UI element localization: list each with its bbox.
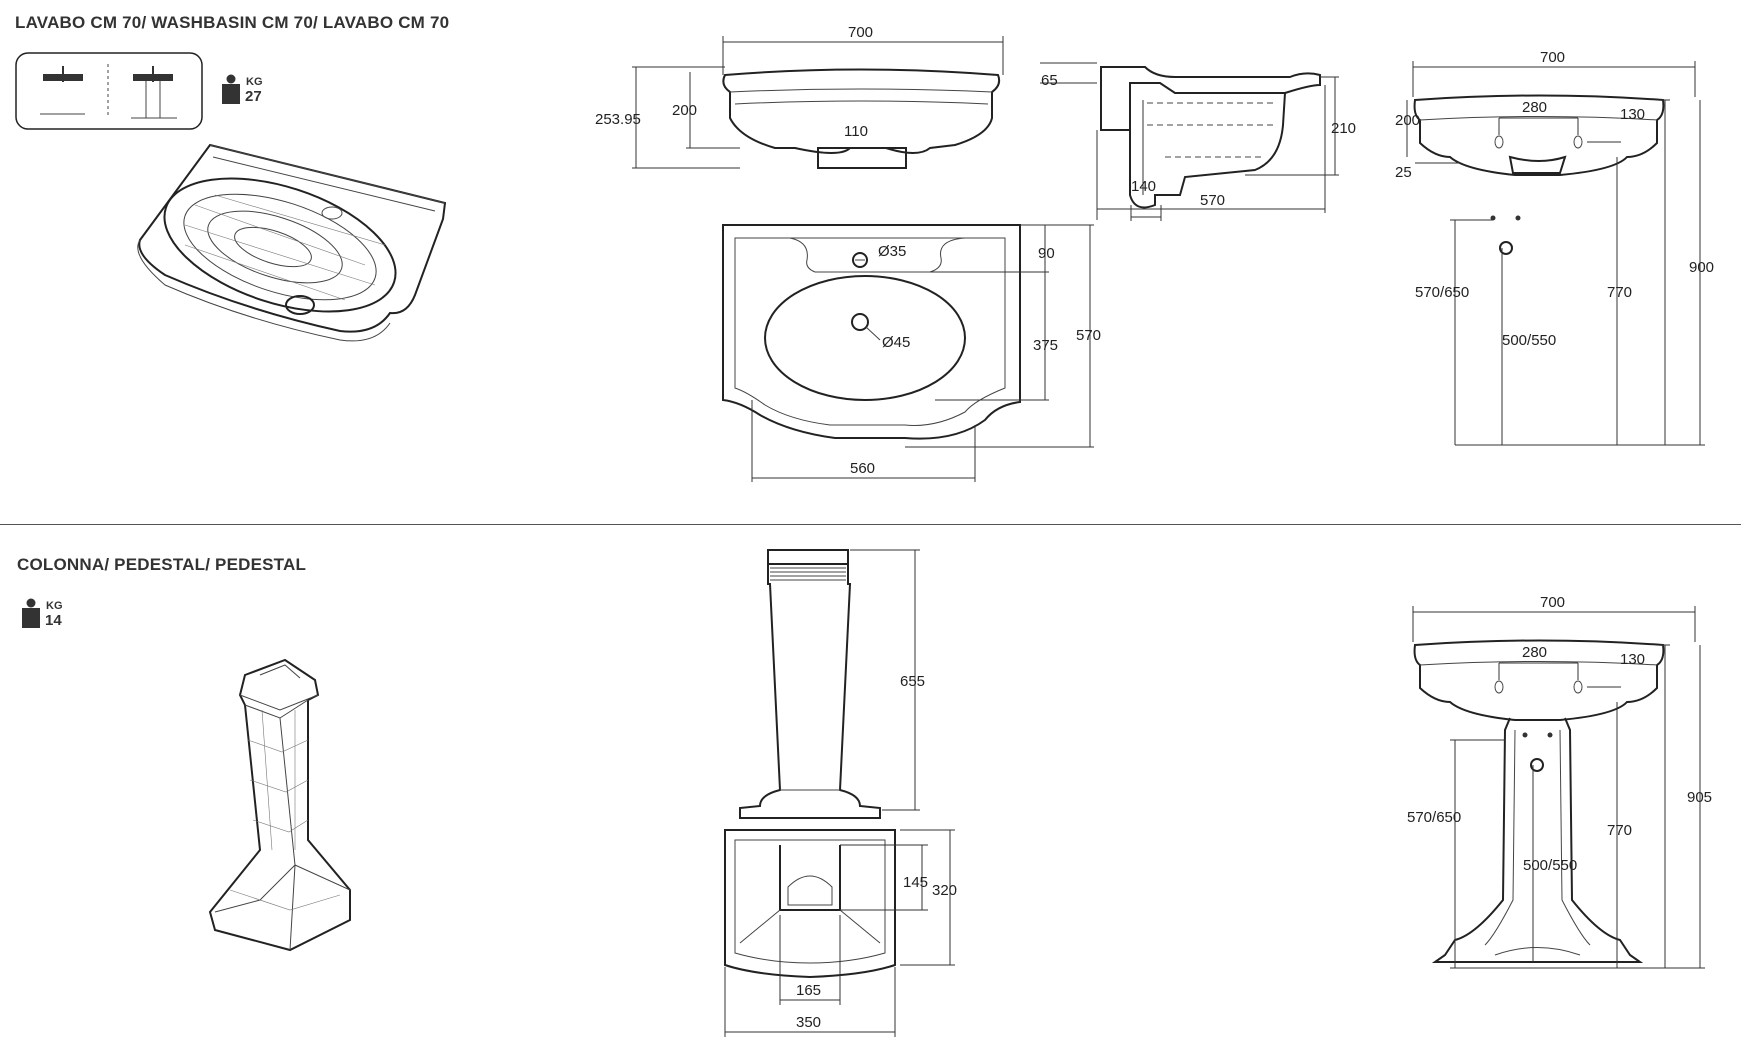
wall-mount-label: 570/650 — [1415, 284, 1469, 301]
wall-bottom-label: 25 — [1395, 164, 1412, 181]
ped-wall-drain-label: 500/550 — [1523, 857, 1577, 874]
installation-type-box — [15, 52, 203, 130]
wall-drain-label: 500/550 — [1502, 332, 1556, 349]
pedestal-opening-label: 165 — [796, 982, 821, 999]
weight-icon — [22, 598, 40, 628]
front-height-label: 253.95 — [595, 111, 641, 128]
ped-wall-holes-label: 280 — [1522, 644, 1547, 661]
pedestal-wall-view: 700 280 130 570/650 500/550 770 905 — [1407, 594, 1712, 969]
wall-holes-label: 280 — [1522, 99, 1547, 116]
wall-right-label: 130 — [1620, 106, 1645, 123]
top-drain-hole-label: Ø45 — [882, 334, 910, 351]
front-drain-label: 110 — [844, 123, 868, 140]
pedestal-weight-unit: KG — [46, 600, 63, 612]
pedestal-perspective — [208, 658, 351, 952]
washbasin-side-view: 65 210 140 570 — [1040, 62, 1356, 221]
top-back-label: 90 — [1038, 245, 1055, 262]
front-inner-height-label: 200 — [672, 102, 697, 119]
side-depth-label: 570 — [1200, 192, 1225, 209]
side-offset-label: 140 — [1131, 178, 1156, 195]
pedestal-top-view: 320 145 165 350 — [724, 829, 957, 1037]
washbasin-top-view: Ø35 Ø45 90 375 570 560 — [722, 224, 1101, 482]
wall-floor-label: 770 — [1607, 284, 1632, 301]
pedestal-height-label: 655 — [900, 673, 925, 690]
washbasin-perspective — [137, 143, 447, 342]
top-depth-label: 570 — [1076, 327, 1101, 344]
weight-icon — [222, 74, 240, 104]
washbasin-weight-unit: KG — [246, 76, 263, 88]
pedestal-inner-label: 145 — [903, 874, 928, 891]
washbasin-title: LAVABO CM 70/ WASHBASIN CM 70/ LAVABO CM… — [15, 13, 450, 32]
top-width-label: 560 — [850, 460, 875, 477]
wall-total-label: 900 — [1689, 259, 1714, 276]
top-tap-hole-label: Ø35 — [878, 243, 906, 260]
pedestal-side-view: 655 — [739, 549, 925, 819]
ped-wall-right-label: 130 — [1620, 651, 1645, 668]
ped-wall-floor-label: 770 — [1607, 822, 1632, 839]
washbasin-wall-view: 700 280 200 130 25 570/650 500/550 770 9… — [1395, 49, 1714, 446]
section-divider — [0, 524, 1741, 525]
side-lip-label: 65 — [1041, 72, 1058, 89]
top-bowl-label: 375 — [1033, 337, 1058, 354]
ped-wall-width-label: 700 — [1540, 594, 1565, 611]
pedestal-title: COLONNA/ PEDESTAL/ PEDESTAL — [17, 555, 307, 574]
front-width-label: 700 — [848, 24, 873, 41]
washbasin-weight-value: 27 — [245, 88, 262, 105]
pedestal-weight-value: 14 — [45, 612, 62, 629]
washbasin-front-view: 700 253.95 200 110 — [595, 24, 1004, 169]
wall-height-label: 200 — [1395, 112, 1420, 129]
ped-wall-mount-label: 570/650 — [1407, 809, 1461, 826]
pedestal-width-label: 350 — [796, 1014, 821, 1031]
pedestal-depth-label: 320 — [932, 882, 957, 899]
side-height-label: 210 — [1331, 120, 1356, 137]
wall-width-label: 700 — [1540, 49, 1565, 66]
